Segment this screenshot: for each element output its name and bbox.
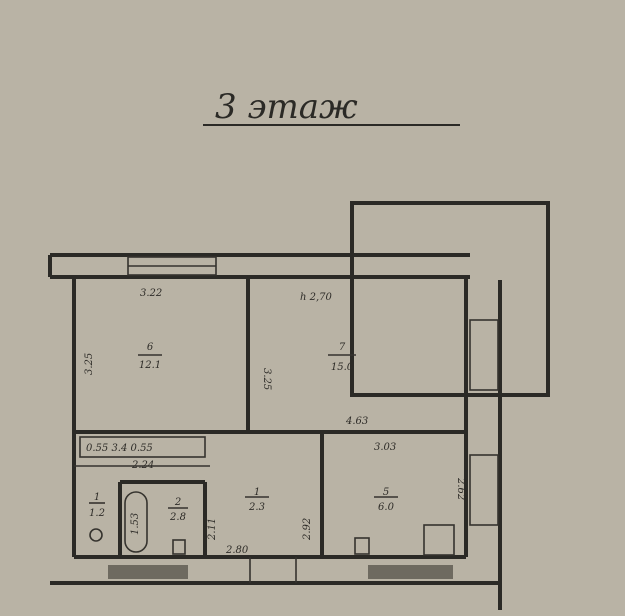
room-number: 5 [383,487,389,498]
dim-room7-depth: 3.25 [261,368,272,390]
room-7: 7 15.0 [328,342,356,373]
dim-bath-depth: 1.53 [130,513,141,535]
room-area: 6.0 [378,502,395,513]
dim-room6-depth: 3.25 [84,353,95,375]
room-bath: 2 2.8 [168,497,188,523]
dim-closet: 0.55 3.4 0.55 [86,443,153,454]
dim-corridor-depth: 2.11 [207,518,218,541]
room-area: 2.3 [248,502,265,513]
dim-hall-depth: 2.92 [302,518,313,541]
sink-icon [172,539,186,555]
balcony-outline [350,201,550,397]
dim-door-width: 2.80 [225,545,249,556]
floor-title: 3 этаж [203,87,460,127]
fixtures [89,491,455,556]
windows [108,256,499,579]
dim-room7-width: 4.63 [345,416,368,427]
dim-hall-width: 2.24 [131,460,154,471]
room-6: 6 12.1 [138,342,162,371]
radiator [368,565,453,579]
radiator [108,565,188,579]
toilet-icon [89,528,103,542]
sink-icon [354,537,370,555]
bathtub-icon [124,491,148,553]
dim-room6-width: 3.22 [140,288,162,299]
stove-icon [423,524,455,556]
room-number: 6 [147,342,154,353]
room-area: 15.0 [331,362,354,373]
room-toilet: 1 1.2 [89,492,105,519]
dim-kitchen-depth: 2.62 [455,477,466,500]
room-number: 1 [254,487,260,498]
ceiling-height: h 2,70 [300,292,333,303]
room-area: 2.8 [169,512,186,523]
walls [48,253,502,610]
room-area: 12.1 [139,360,161,371]
room-number: 1 [94,492,100,503]
room-hall: 1 2.3 [245,487,269,513]
room-number: 2 [174,497,181,508]
room-kitchen: 5 6.0 [374,487,398,513]
room-number: 7 [339,342,346,353]
dim-kitchen-width: 3.03 [374,442,396,453]
title-text: 3 этаж [215,87,358,127]
room-area: 1.2 [89,508,105,519]
